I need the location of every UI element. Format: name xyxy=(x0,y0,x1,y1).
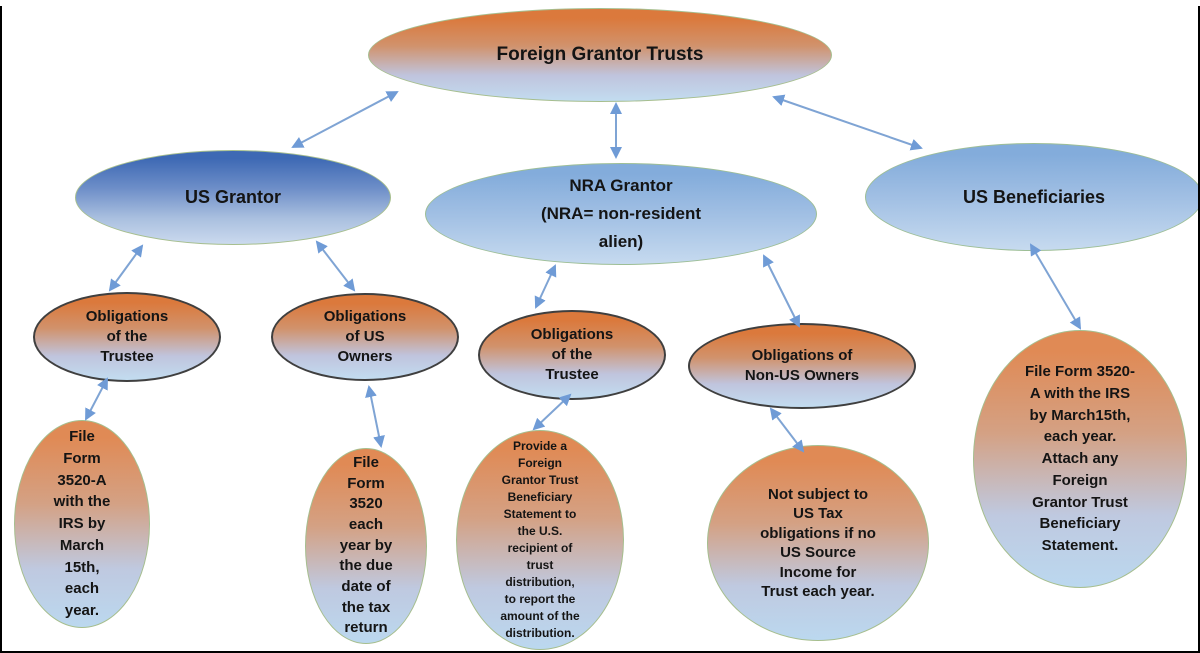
node-obligations-of-us-owners-label: Obligations of US Owners xyxy=(323,307,407,366)
node-obligations-of-non-us-owners-label: Obligations of Non-US Owners xyxy=(744,346,860,384)
node-obligations-of-trustee-us: Obligations of the Trustee xyxy=(33,292,221,382)
arrow-foreign-to-us-grantor xyxy=(291,91,399,148)
node-obligations-of-trustee-nra: Obligations of the Trustee xyxy=(478,310,666,400)
arrow-obligations-trustee-to-provide-statement xyxy=(532,393,572,431)
node-foreign-grantor-trusts: Foreign Grantor Trusts xyxy=(368,8,832,102)
node-file-form-3520: File Form 3520 each year by the due date… xyxy=(305,448,427,644)
node-us-beneficiaries-label: US Beneficiaries xyxy=(962,186,1106,207)
node-us-beneficiaries: US Beneficiaries xyxy=(865,143,1200,251)
node-file-form-3520a: File Form 3520-A with the IRS by March 1… xyxy=(14,420,150,628)
node-file-form-3520-label: File Form 3520 each year by the due date… xyxy=(339,453,393,637)
arrow-nra-to-obligations-non-us-owners xyxy=(763,254,800,328)
node-not-subject-to-us-tax-label: Not subject to US Tax obligations if no … xyxy=(760,485,876,601)
node-nra-grantor-label: NRA Grantor (NRA= non-resident alien) xyxy=(540,175,702,252)
node-beneficiaries-file-form-3520a: File Form 3520- A with the IRS by March1… xyxy=(973,330,1187,588)
node-obligations-of-trustee-nra-label: Obligations of the Trustee xyxy=(530,325,614,384)
node-provide-beneficiary-statement: Provide a Foreign Grantor Trust Benefici… xyxy=(456,430,624,650)
arrow-us-beneficiaries-to-file-node xyxy=(1029,243,1082,330)
node-us-grantor-label: US Grantor xyxy=(184,187,281,207)
node-obligations-of-non-us-owners: Obligations of Non-US Owners xyxy=(688,323,916,409)
node-not-subject-to-us-tax: Not subject to US Tax obligations if no … xyxy=(707,445,929,641)
arrow-obligations-trustee-to-file-3520a xyxy=(85,377,108,421)
arrow-us-grantor-to-obligations-us-owners xyxy=(315,240,356,292)
node-file-form-3520a-label: File Form 3520-A with the IRS by March 1… xyxy=(53,428,111,620)
node-us-grantor: US Grantor xyxy=(75,150,391,245)
node-provide-beneficiary-statement-label: Provide a Foreign Grantor Trust Benefici… xyxy=(500,438,580,641)
node-beneficiaries-file-form-3520a-label: File Form 3520- A with the IRS by March1… xyxy=(1024,363,1136,555)
node-foreign-grantor-trusts-label: Foreign Grantor Trusts xyxy=(496,44,704,65)
node-nra-grantor: NRA Grantor (NRA= non-resident alien) xyxy=(425,163,817,265)
arrow-us-grantor-to-obligations-trustee xyxy=(108,244,144,292)
arrow-obligations-us-owners-to-file-3520 xyxy=(365,385,385,448)
arrow-nra-to-obligations-trustee xyxy=(534,264,557,309)
arrow-obligations-non-us-to-not-subject xyxy=(769,407,805,453)
node-obligations-of-trustee-us-label: Obligations of the Trustee xyxy=(85,307,169,366)
node-obligations-of-us-owners: Obligations of US Owners xyxy=(271,293,459,381)
arrow-foreign-to-us-beneficiaries xyxy=(772,94,923,151)
